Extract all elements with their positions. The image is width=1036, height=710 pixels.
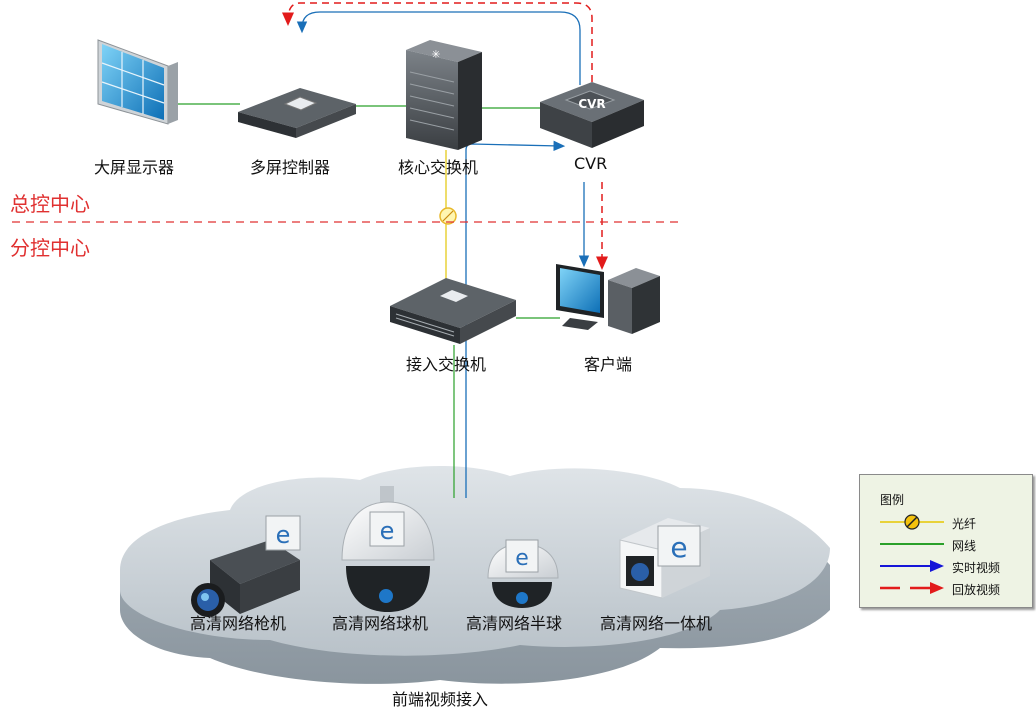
multi-screen-controller-icon [238, 88, 356, 138]
legend-item-fiber: 光纤 [860, 511, 1032, 533]
network-legend-icon [880, 543, 944, 545]
speed-dome-icon: e [341, 486, 435, 612]
svg-text:✳: ✳ [431, 48, 440, 61]
core-switch-label: 核心交换机 [398, 158, 479, 177]
svg-text:e: e [380, 517, 395, 545]
cvr-label: CVR [574, 154, 608, 173]
svg-text:e: e [670, 531, 687, 564]
multi-screen-controller-label: 多屏控制器 [250, 158, 331, 177]
cvr-icon: CVR [540, 82, 644, 148]
cvr-panel-label: CVR [578, 97, 605, 111]
legend-item-network: 网线 [860, 533, 1032, 555]
network-links [178, 103, 560, 498]
playback-video-legend-icon [880, 582, 944, 594]
access-switch-label: 接入交换机 [406, 355, 487, 374]
front-end-label: 前端视频接入 [392, 690, 489, 709]
mini-dome-icon: e [487, 539, 559, 608]
legend-label-fiber: 光纤 [952, 517, 977, 531]
video-wall-label: 大屏显示器 [94, 158, 175, 177]
svg-text:e: e [515, 546, 529, 571]
legend-title: 图例 [880, 493, 905, 507]
box-camera-label: 高清网络一体机 [600, 614, 713, 633]
fiber-legend-icon [880, 514, 944, 530]
legend-item-playback: 回放视频 [860, 577, 1032, 599]
bullet-camera-label: 高清网络枪机 [190, 614, 287, 633]
core-switch-icon: ✳ [406, 40, 482, 150]
client-label: 客户端 [584, 355, 633, 374]
main-center-label: 总控中心 [10, 192, 90, 216]
branch-center-label: 分控中心 [10, 236, 90, 260]
legend-label-network: 网线 [952, 539, 977, 553]
speed-dome-label: 高清网络球机 [332, 614, 429, 633]
client-pc-icon [556, 264, 660, 334]
box-camera-icon: e [619, 518, 710, 599]
legend-item-live: 实时视频 [860, 555, 1032, 577]
mini-dome-label: 高清网络半球 [466, 614, 563, 633]
legend-label-live: 实时视频 [952, 561, 1001, 575]
playback-video-paths [282, 2, 608, 270]
svg-text:e: e [276, 521, 291, 549]
access-switch-icon [390, 278, 516, 344]
fiber-link [439, 150, 457, 282]
video-wall-icon [97, 39, 178, 125]
legend-label-playback: 回放视频 [952, 583, 1001, 597]
bullet-camera-icon: e [191, 515, 301, 617]
live-video-legend-icon [880, 560, 944, 572]
legend-box: 图例 光纤 网线 实时视频 回放视频 [859, 474, 1033, 608]
